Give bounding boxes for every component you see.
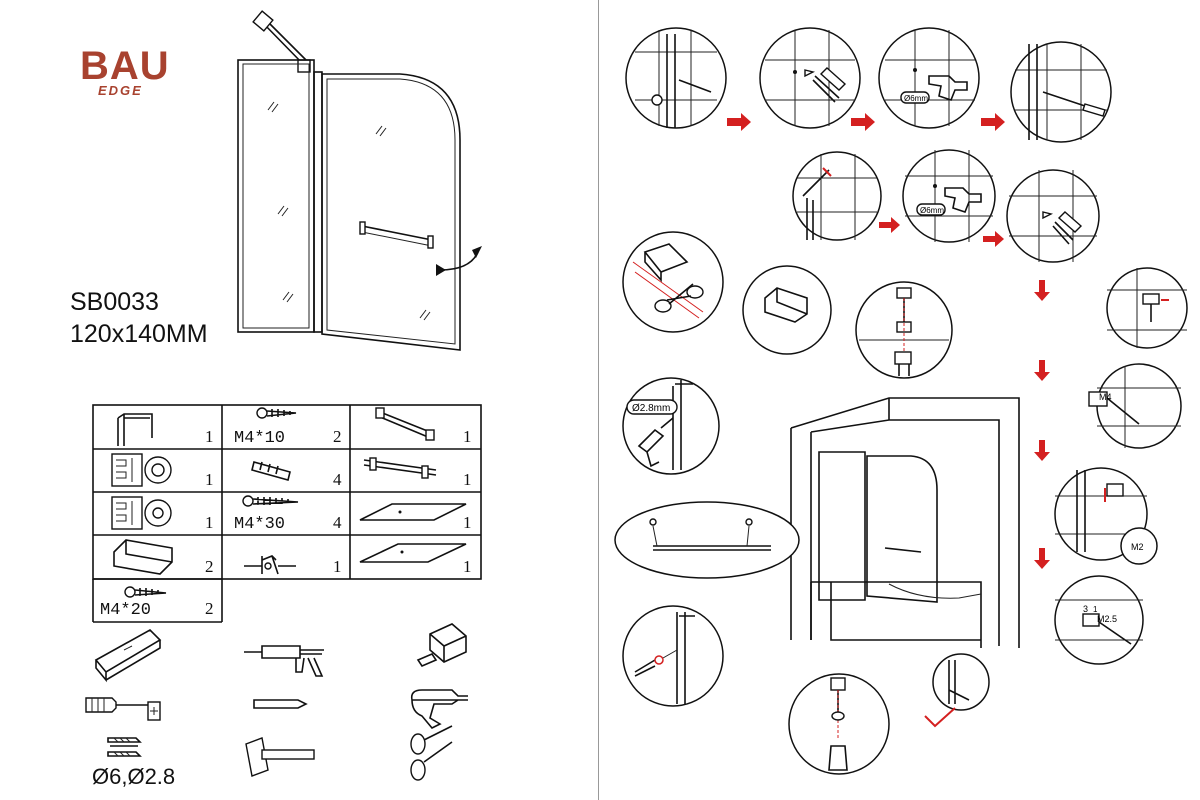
drill-6mm-label: Ø6mm bbox=[904, 94, 928, 103]
step-4-circle bbox=[1010, 41, 1112, 143]
tape-measure-icon bbox=[416, 623, 467, 667]
part-count: 1 bbox=[333, 557, 342, 576]
step-1-circle bbox=[625, 27, 727, 129]
bumper-icon bbox=[113, 539, 173, 575]
arrow-icon bbox=[1034, 360, 1050, 381]
hinge-clamp-icon bbox=[111, 453, 172, 487]
screwdriver-icon bbox=[85, 697, 161, 721]
part-count: 1 bbox=[205, 470, 214, 489]
hammer-icon bbox=[245, 737, 315, 777]
left-diagram: 1 M4*10 2 1 1 4 1 1 M4*30 4 1 2 1 1 M4*2… bbox=[85, 10, 482, 781]
model-info: SB0033 120x140MM bbox=[70, 286, 208, 350]
right-panel: Ø6mm Ø6mm bbox=[598, 0, 1200, 800]
brand-logo: BAU EDGE bbox=[80, 44, 190, 100]
support-arm-icon bbox=[375, 407, 435, 441]
installation-steps: Ø6mm Ø6mm bbox=[614, 27, 1188, 775]
drill-bit-sizes: Ø6,Ø2.8 bbox=[92, 764, 176, 789]
step-cut-seal-circle bbox=[622, 231, 724, 333]
arrow-icon bbox=[981, 113, 1005, 131]
step-strip-ellipse bbox=[614, 501, 800, 579]
step-seal-check-circle bbox=[924, 653, 990, 728]
screw-m420-icon bbox=[124, 586, 167, 598]
checkmark-icon bbox=[924, 707, 956, 728]
part-count: 1 bbox=[463, 427, 472, 446]
drill-28mm-label: Ø2.8mm bbox=[632, 403, 670, 414]
pencil-icon bbox=[253, 699, 308, 709]
part-count: 1 bbox=[205, 513, 214, 532]
brand-sub: EDGE bbox=[98, 83, 143, 98]
part-count: 1 bbox=[463, 557, 472, 576]
drill-6mm-b-label: Ø6mm bbox=[920, 206, 944, 215]
arrow-icon bbox=[851, 113, 875, 131]
model-size: 120x140MM bbox=[70, 320, 208, 348]
silicone-gun-icon bbox=[244, 645, 324, 677]
step-bumper-circle bbox=[742, 265, 832, 355]
bathtub-illustration bbox=[790, 397, 1020, 648]
wall-profile-icon bbox=[117, 413, 153, 446]
arrow-icon bbox=[1034, 280, 1050, 301]
step-6-circle: Ø6mm bbox=[902, 149, 996, 243]
part-count: 1 bbox=[205, 427, 214, 446]
shower-screen-illustration bbox=[237, 10, 482, 351]
wall-plug-icon bbox=[251, 461, 291, 481]
step-2-circle bbox=[759, 27, 861, 129]
part-label: M4*10 bbox=[234, 429, 285, 448]
drill-icon bbox=[410, 689, 468, 729]
seal-clip-icon bbox=[244, 555, 296, 575]
arrow-icon bbox=[727, 113, 751, 131]
scissors-icon bbox=[410, 725, 453, 781]
towel-bar-icon bbox=[363, 457, 437, 479]
glass-strip-icon bbox=[359, 503, 467, 521]
step-3-circle: Ø6mm bbox=[878, 27, 980, 129]
part-count: 2 bbox=[205, 599, 214, 618]
hinge-clamp-b-icon bbox=[111, 496, 172, 530]
part-count: 4 bbox=[333, 470, 342, 489]
drill-bit-icon bbox=[107, 737, 142, 757]
screw-m430-icon bbox=[242, 495, 299, 507]
parts-table: 1 M4*10 2 1 1 4 1 1 M4*30 4 1 2 1 1 M4*2… bbox=[92, 404, 482, 623]
arrow-icon bbox=[1034, 548, 1050, 569]
arrow-icon bbox=[983, 231, 1004, 247]
screw-m410-icon bbox=[256, 407, 297, 419]
tools-section bbox=[85, 623, 468, 781]
screw-m4-label: M4 bbox=[1099, 392, 1112, 402]
part-label: M4*20 bbox=[100, 601, 151, 620]
screw-m2-label: M2 bbox=[1131, 542, 1144, 552]
step-screw-profile-circle bbox=[622, 605, 724, 707]
seal-strip-icon bbox=[359, 543, 467, 563]
part-count: 4 bbox=[333, 513, 342, 532]
left-panel: BAU EDGE SB0033 120x140MM bbox=[0, 0, 598, 800]
step-3-label: 3 bbox=[1083, 604, 1088, 614]
step-bottom-seal-circle bbox=[788, 673, 890, 775]
level-icon bbox=[94, 629, 162, 683]
step-bracket-c-circle: M2 bbox=[1054, 467, 1158, 565]
step-bracket-a-circle bbox=[1106, 267, 1188, 349]
part-count: 2 bbox=[205, 557, 214, 576]
step-1-label: 1 bbox=[1093, 605, 1098, 614]
step-7-circle bbox=[1006, 169, 1100, 263]
step-bracket-d-circle: 3 1 M2.5 bbox=[1054, 575, 1144, 665]
brand-name: BAU bbox=[80, 44, 170, 88]
model-code: SB0033 bbox=[70, 288, 159, 316]
part-count: 1 bbox=[463, 470, 472, 489]
part-label: M4*30 bbox=[234, 515, 285, 534]
step-bracket-b-circle: M4 bbox=[1088, 363, 1182, 449]
step-drill-28-circle: Ø2.8mm bbox=[622, 377, 720, 475]
step-5-circle bbox=[792, 151, 882, 241]
arrow-icon bbox=[879, 217, 900, 233]
screw-m25-label: M2.5 bbox=[1097, 614, 1117, 624]
part-count: 2 bbox=[333, 427, 342, 446]
arrow-icon bbox=[1034, 440, 1050, 461]
step-hinge-circle bbox=[855, 281, 953, 379]
part-count: 1 bbox=[463, 513, 472, 532]
